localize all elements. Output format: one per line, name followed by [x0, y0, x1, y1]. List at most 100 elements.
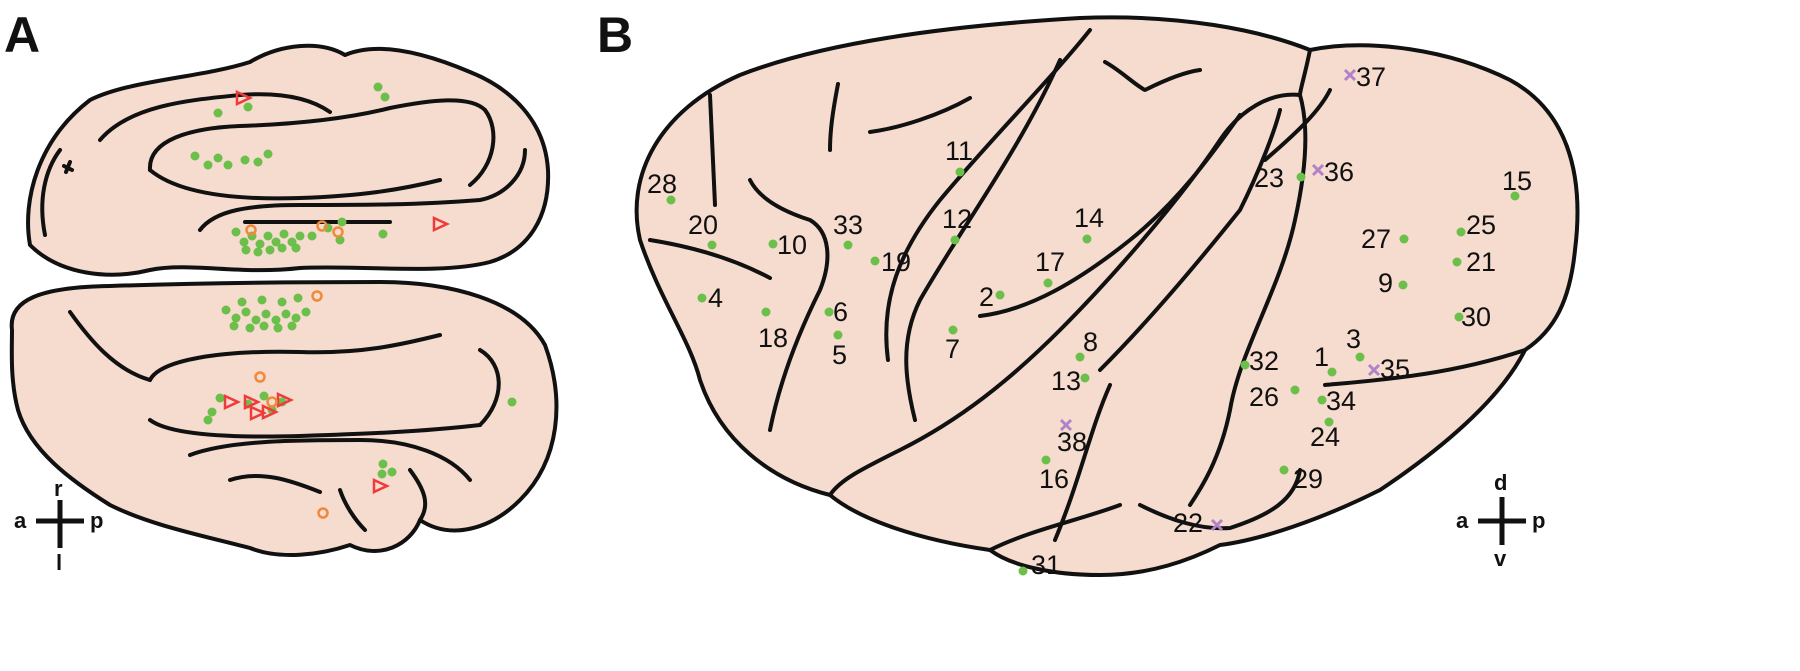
site-16-marker	[1041, 455, 1051, 465]
orientation-cross-b: d v a p	[1456, 470, 1545, 571]
lateral-brain-outline	[634, 15, 1580, 577]
site-33-label: 33	[833, 210, 863, 240]
site-7-marker	[948, 325, 958, 335]
site-a-dot-marker	[229, 321, 239, 331]
site-a-dot-marker	[241, 245, 251, 255]
site-a-dot-marker	[281, 309, 291, 319]
site-4-marker	[697, 293, 707, 303]
site-a-dot-marker	[335, 235, 345, 245]
site-a-dot-marker	[257, 295, 267, 305]
site-a-dot-marker	[251, 315, 261, 325]
site-22-label: 22	[1173, 508, 1203, 538]
site-a-circle-marker	[317, 507, 329, 519]
site-a-dot-marker	[223, 160, 233, 170]
site-a-dot-marker	[291, 243, 301, 253]
site-9-label: 9	[1378, 268, 1393, 298]
site-a-triangle-marker	[249, 405, 267, 421]
site-a-dot-marker	[287, 321, 297, 331]
site-a-dot-marker	[307, 231, 317, 241]
site-33-marker	[843, 240, 853, 250]
panel-b-label: B	[597, 7, 633, 63]
site-37-marker	[1343, 68, 1357, 82]
site-12-label: 12	[942, 204, 972, 234]
site-27-label: 27	[1361, 224, 1391, 254]
panel-a-dorsal-view	[9, 43, 559, 557]
axis-b-right: p	[1532, 508, 1545, 533]
site-a-dot-marker	[243, 102, 253, 112]
site-a-dot-marker	[378, 459, 388, 469]
site-a-dot-marker	[271, 237, 281, 247]
site-a-dot-marker	[259, 391, 269, 401]
site-23-marker	[1296, 172, 1306, 182]
site-13-label: 13	[1051, 366, 1081, 396]
site-4-label: 4	[708, 283, 723, 313]
site-a-dot-marker	[231, 227, 241, 237]
site-a-dot-marker	[380, 92, 390, 102]
site-a-dot-marker	[231, 313, 241, 323]
site-20-label: 20	[688, 210, 718, 240]
site-5-marker	[833, 330, 843, 340]
site-36-label: 36	[1324, 157, 1354, 187]
site-35-marker	[1367, 363, 1381, 377]
panel-b-markers	[666, 68, 1520, 576]
site-a-dot-marker	[263, 149, 273, 159]
site-14-marker	[1082, 234, 1092, 244]
site-a-circle-marker	[311, 290, 323, 302]
site-a-dot-marker	[207, 407, 217, 417]
site-19-marker	[870, 256, 880, 266]
site-a-circle-marker	[254, 371, 266, 383]
panel-a-label: A	[4, 7, 40, 63]
site-a-circle-marker	[245, 224, 257, 236]
site-15-label: 15	[1502, 166, 1532, 196]
site-a-dot-marker	[213, 153, 223, 163]
site-a-triangle-marker	[235, 90, 253, 106]
site-18-label: 18	[758, 323, 788, 353]
site-a-dot-marker	[377, 469, 387, 479]
site-a-triangle-marker	[372, 478, 390, 494]
axis-a-down: l	[56, 550, 62, 575]
site-13-marker	[1080, 373, 1090, 383]
site-a-dot-marker	[240, 155, 250, 165]
site-a-dot-marker	[301, 307, 311, 317]
axis-a-right: p	[90, 508, 103, 533]
site-a-dot-marker	[203, 415, 213, 425]
axis-a-up: r	[54, 476, 63, 501]
site-a-dot-marker	[239, 237, 249, 247]
site-a-dot-marker	[237, 297, 247, 307]
site-12-marker	[950, 235, 960, 245]
site-a-circle-marker	[266, 396, 278, 408]
site-29-marker	[1279, 465, 1289, 475]
site-15-marker	[1510, 191, 1520, 201]
site-8-label: 8	[1083, 327, 1098, 357]
site-a-dot-marker	[261, 309, 271, 319]
site-31-marker	[1018, 566, 1028, 576]
site-1-label: 1	[1314, 342, 1329, 372]
site-17-marker	[1043, 278, 1053, 288]
site-38-marker	[1059, 418, 1073, 432]
site-a-dot-marker	[215, 393, 225, 403]
site-35-label: 35	[1380, 354, 1410, 384]
axis-b-left: a	[1456, 508, 1469, 533]
site-26-label: 26	[1249, 382, 1279, 412]
site-11-marker	[955, 167, 965, 177]
site-30-label: 30	[1461, 302, 1491, 332]
site-a-dot-marker	[213, 108, 223, 118]
site-34-label: 34	[1326, 386, 1356, 416]
site-a-dot-marker	[378, 229, 388, 239]
site-29-label: 29	[1293, 464, 1323, 494]
panel-a-markers	[190, 82, 517, 519]
site-21-label: 21	[1466, 247, 1496, 277]
site-a-dot-marker	[263, 231, 273, 241]
site-6-label: 6	[833, 297, 848, 327]
site-a-dot-marker	[273, 323, 283, 333]
site-37-label: 37	[1356, 62, 1386, 92]
site-a-dot-marker	[255, 239, 265, 249]
site-20-marker	[707, 240, 717, 250]
site-23-label: 23	[1254, 163, 1284, 193]
site-a-dot-marker	[253, 247, 263, 257]
site-a-dot-marker	[277, 297, 287, 307]
site-19-label: 19	[881, 247, 911, 277]
site-34-marker	[1317, 395, 1327, 405]
site-a-dot-marker	[190, 151, 200, 161]
